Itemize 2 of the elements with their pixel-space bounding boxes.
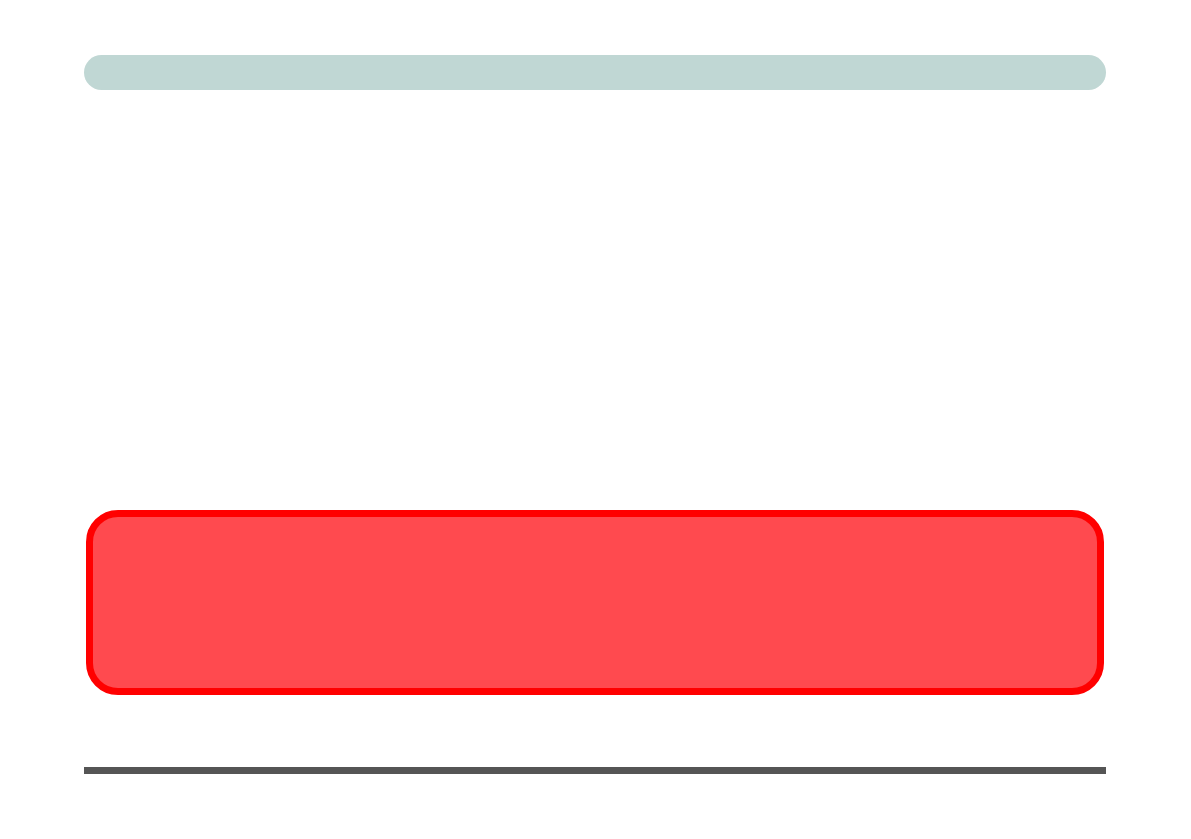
header-band bbox=[84, 55, 1106, 90]
warning-box bbox=[86, 510, 1104, 695]
